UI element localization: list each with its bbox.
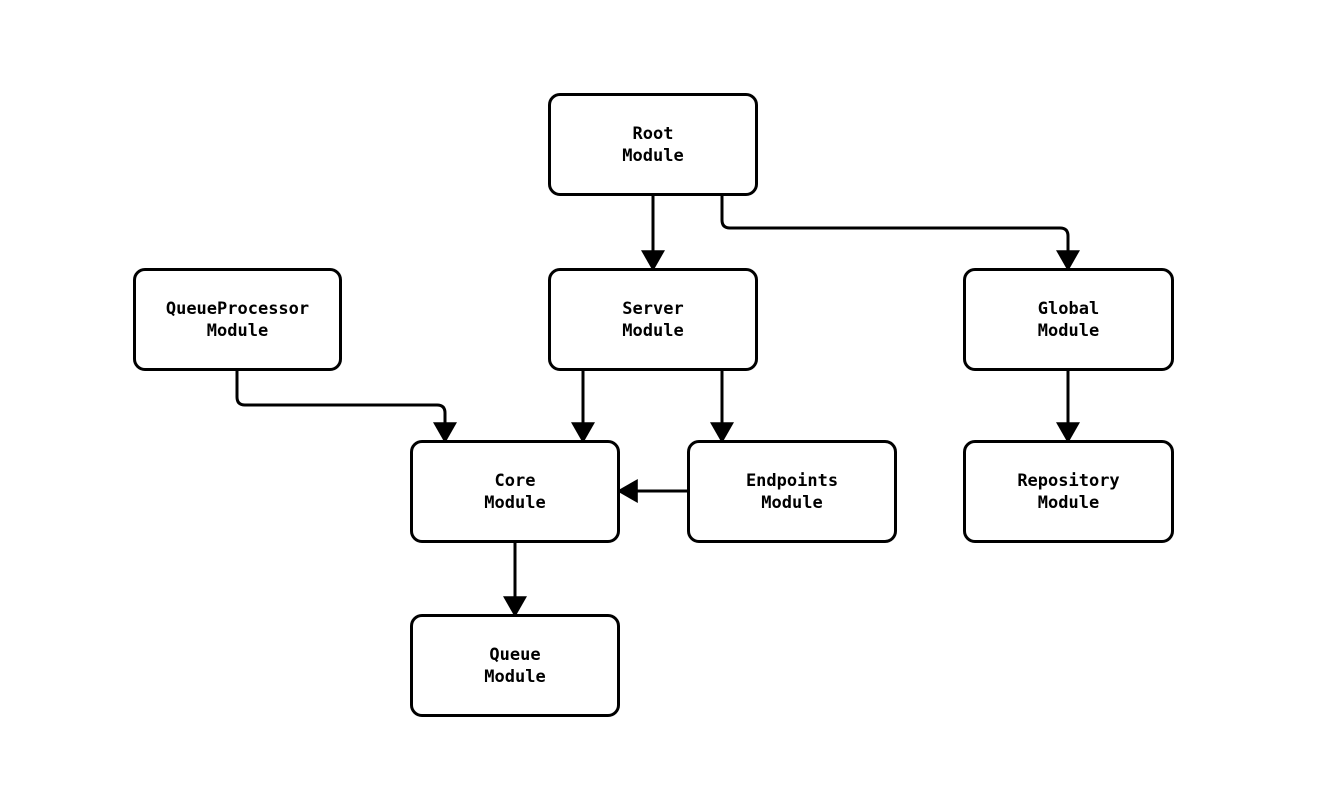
node-queue-module[interactable]: Queue Module <box>410 614 620 717</box>
node-queue-module-label-line2: Module <box>484 666 546 687</box>
node-server-module-label-line2: Module <box>622 320 684 341</box>
node-endpoints-module-label-line1: Endpoints <box>745 470 839 491</box>
node-repository-module[interactable]: Repository Module <box>963 440 1174 543</box>
node-repository-module-label-line2: Module <box>1037 492 1100 513</box>
node-queueprocessor-module-label-line2: Module <box>206 320 269 341</box>
node-global-module-label-line1: Global <box>1037 298 1100 319</box>
node-root-module[interactable]: Root Module <box>548 93 758 196</box>
node-endpoints-module[interactable]: Endpoints Module <box>687 440 897 543</box>
node-core-module-label-line1: Core <box>494 470 536 491</box>
node-server-module-label-line1: Server <box>622 298 684 319</box>
node-repository-module-label-line1: Repository <box>1017 470 1120 491</box>
edge-queueprocessor-to-core <box>235 371 457 444</box>
node-root-module-label-line2: Module <box>622 145 684 166</box>
node-root-module-label-line1: Root <box>632 123 674 144</box>
node-global-module-label-line2: Module <box>1037 320 1100 341</box>
node-server-module[interactable]: Server Module <box>548 268 758 371</box>
edge-root-to-global <box>720 196 1080 272</box>
node-queueprocessor-module[interactable]: QueueProcessor Module <box>133 268 342 371</box>
node-core-module-label-line2: Module <box>484 492 546 513</box>
node-global-module[interactable]: Global Module <box>963 268 1174 371</box>
node-core-module[interactable]: Core Module <box>410 440 620 543</box>
node-queueprocessor-module-label-line1: QueueProcessor <box>165 298 310 319</box>
node-endpoints-module-label-line2: Module <box>761 492 823 513</box>
node-queue-module-label-line1: Queue <box>489 644 541 665</box>
